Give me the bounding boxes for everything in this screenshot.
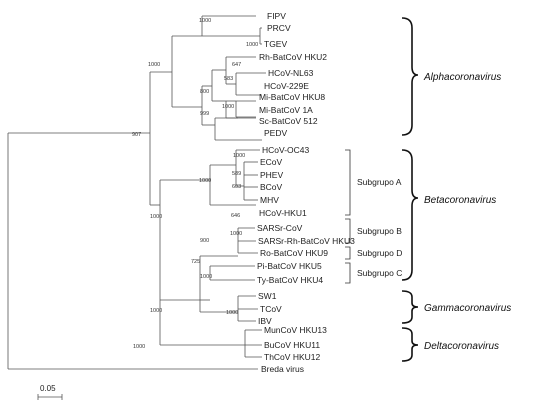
tree-branches <box>7 15 266 370</box>
leaf-label: Sc-BatCoV 512 <box>259 116 318 126</box>
leaf-label: Ro-BatCoV HKU9 <box>260 248 328 258</box>
leaf-label: ECoV <box>260 157 283 167</box>
genus-label-alpha: Alphacoronavirus <box>423 72 501 83</box>
leaf-label: SARSr-CoV <box>257 223 303 233</box>
genus-label-beta: Betacoronavirus <box>424 195 496 206</box>
leaf-label: HCoV-NL63 <box>268 68 314 78</box>
subgroup-label-d: Subgrupo D <box>357 248 402 258</box>
genus-label-gamma: Gammacoronavirus <box>424 303 511 314</box>
leaf-label: SARSr-Rh-BatCoV HKU3 <box>258 236 355 246</box>
genus-label-delta: Deltacoronavirus <box>424 341 499 352</box>
scale-bar-label: 0.05 <box>40 384 56 393</box>
leaf-label: MHV <box>260 195 279 205</box>
leaf-label: PHEV <box>260 170 283 180</box>
bootstrap-value: 900 <box>200 238 209 244</box>
bootstrap-value: 999 <box>200 111 209 117</box>
leaf-label: HCoV-229E <box>264 81 309 91</box>
leaf-label: BuCoV HKU11 <box>264 340 320 350</box>
bootstrap-value: 1000 <box>230 231 242 237</box>
subgroup-label-b: Subgrupo B <box>357 226 402 236</box>
subgroup-brackets <box>345 149 351 284</box>
leaf-label: Mi-BatCoV 1A <box>259 105 313 115</box>
leaf-label: TCoV <box>260 304 282 314</box>
bootstrap-value: 1000 <box>199 178 211 184</box>
leaf-label: PEDV <box>264 128 287 138</box>
scale-bar: 0.05 <box>37 384 63 400</box>
bootstrap-value: 1000 <box>199 18 211 24</box>
leaf-label: MunCoV HKU13 <box>264 325 327 335</box>
bootstrap-values: 1000 1000 647 583 800 1000 999 1000 907 … <box>132 18 258 350</box>
bootstrap-value: 1000 <box>148 62 160 68</box>
leaf-label: BCoV <box>260 182 283 192</box>
bootstrap-value: 1000 <box>246 42 258 48</box>
bootstrap-value: 1000 <box>222 104 234 110</box>
leaf-label: SW1 <box>258 291 277 301</box>
leaf-label: ThCoV HKU12 <box>264 352 320 362</box>
bootstrap-value: 1000 <box>200 274 212 280</box>
genus-braces <box>401 17 419 362</box>
bootstrap-value: 647 <box>232 62 241 68</box>
bootstrap-value: 589 <box>232 171 241 177</box>
leaf-label: HCoV-OC43 <box>262 145 310 155</box>
leaf-label: Breda virus <box>261 364 304 374</box>
subgroup-label-a: Subgrupo A <box>357 177 402 187</box>
bootstrap-value: 646 <box>231 213 240 219</box>
bootstrap-value: 1000 <box>233 153 245 159</box>
leaf-label: Ty-BatCoV HKU4 <box>257 275 323 285</box>
leaf-label: Pi-BatCoV HKU5 <box>257 261 322 271</box>
leaf-label: FIPV <box>267 11 286 21</box>
leaf-label: HCoV-HKU1 <box>259 208 307 218</box>
bootstrap-value: 800 <box>200 89 209 95</box>
bootstrap-value: 907 <box>132 132 141 138</box>
leaf-label: TGEV <box>264 39 287 49</box>
bootstrap-value: 1000 <box>150 308 162 314</box>
bootstrap-value: 603 <box>232 184 241 190</box>
bootstrap-value: 1000 <box>226 310 238 316</box>
bootstrap-value: 1000 <box>150 214 162 220</box>
bootstrap-value: 583 <box>224 76 233 82</box>
leaf-label: Rh-BatCoV HKU2 <box>259 52 327 62</box>
subgroup-label-c: Subgrupo C <box>357 268 402 278</box>
leaf-label: IBV <box>258 316 272 326</box>
leaf-label: PRCV <box>267 23 291 33</box>
bootstrap-value: 725 <box>191 259 200 265</box>
leaf-labels: FIPV PRCV TGEV Rh-BatCoV HKU2 HCoV-NL63 … <box>257 11 355 374</box>
bootstrap-value: 1000 <box>133 344 145 350</box>
leaf-label: Mi-BatCoV HKU8 <box>259 92 325 102</box>
